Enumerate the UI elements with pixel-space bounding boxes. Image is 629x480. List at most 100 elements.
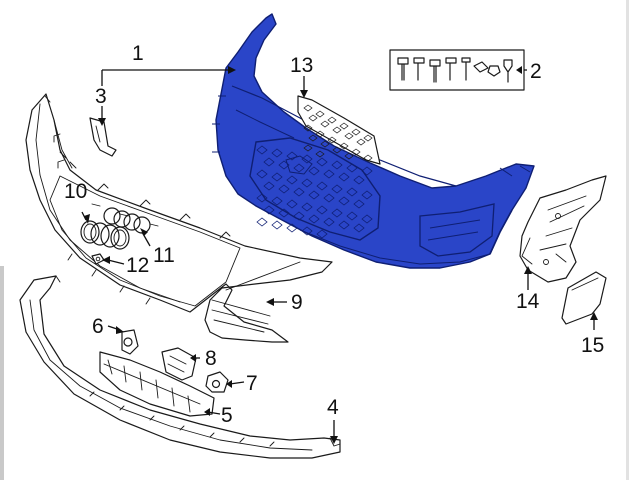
grille-cell [316, 157, 328, 167]
grille-cell [346, 211, 358, 221]
grille-cell [323, 193, 335, 203]
callout-14: 14 [516, 290, 540, 313]
sensor-holder [205, 371, 229, 393]
leader-lines [81, 69, 595, 438]
callout-12: 12 [126, 254, 149, 277]
callout-4: 4 [327, 396, 339, 419]
grille-cell [301, 178, 313, 188]
mesh-cell [303, 124, 313, 132]
grille-cell [361, 214, 373, 224]
grille-cell [271, 196, 283, 206]
mesh-cell [344, 132, 354, 140]
mesh-cell [308, 134, 318, 142]
grille-cell [353, 175, 365, 185]
grille-cell [293, 211, 305, 221]
callout-3: 3 [95, 85, 107, 108]
lower-bracket [99, 351, 215, 417]
grille-cell [286, 175, 298, 185]
grille-cell [293, 163, 305, 173]
mesh-cell [332, 126, 342, 134]
grille-frame [25, 93, 333, 343]
grille-cell [256, 193, 268, 203]
grille-cell [331, 184, 343, 194]
grille-cell [263, 205, 275, 215]
grille-cell [278, 184, 290, 194]
grille-cell [301, 154, 313, 164]
grille-cell [271, 220, 283, 230]
callout-1: 1 [132, 42, 144, 65]
mesh-cell [332, 146, 342, 154]
hardware-kit [389, 49, 525, 91]
right-edge-shadow [626, 0, 629, 480]
grille-cell [286, 223, 298, 233]
grille-cell [256, 217, 268, 227]
callout-2: 2 [530, 60, 542, 83]
callout-7: 7 [246, 372, 258, 395]
grille-cell [256, 169, 268, 179]
mesh-cell [351, 128, 361, 136]
grille-cell [353, 199, 365, 209]
grille-cell [346, 187, 358, 197]
grille-cell [323, 217, 335, 227]
mesh-cell [344, 152, 354, 160]
mesh-cell [315, 150, 325, 158]
grille-cell [338, 220, 350, 230]
grille-cell [353, 223, 365, 233]
side-bracket [519, 175, 607, 283]
callout-11: 11 [153, 244, 175, 267]
callout-6: 6 [92, 315, 104, 338]
grille-cell [361, 166, 373, 176]
mount-bracket [89, 117, 117, 157]
grille-cell [263, 181, 275, 191]
grille-cell [316, 181, 328, 191]
callout-8: 8 [205, 347, 217, 370]
callout-15: 15 [581, 334, 604, 357]
grille-cell [331, 160, 343, 170]
grille-cell [331, 208, 343, 218]
grille-cell [346, 163, 358, 173]
grille-cell [263, 157, 275, 167]
sensor-bracket [161, 347, 197, 381]
left-edge-shadow [0, 266, 4, 480]
grille-cell [271, 172, 283, 182]
callout-10: 10 [64, 180, 87, 203]
callout-5: 5 [221, 404, 233, 427]
callout-13: 13 [290, 54, 313, 77]
mesh-cell [308, 114, 318, 122]
grille-cell [286, 199, 298, 209]
grille-cell [323, 169, 335, 179]
grille-cell [316, 205, 328, 215]
mesh-cell [320, 120, 330, 128]
grille-cell [338, 196, 350, 206]
mesh-cell [351, 148, 361, 156]
grille-cell [271, 148, 283, 158]
grille-cell [301, 226, 313, 236]
mesh-cell [303, 144, 313, 152]
mesh-cell [363, 154, 373, 162]
parking-sensor [121, 329, 139, 355]
grille-cell [308, 166, 320, 176]
mesh-cell [327, 116, 337, 124]
mesh-cell [339, 142, 349, 150]
grille-cell [278, 160, 290, 170]
tow-hook-cover [561, 271, 607, 325]
mesh-cell [303, 104, 313, 112]
mesh-cell [315, 130, 325, 138]
grille-cell [301, 202, 313, 212]
mesh-cell [320, 140, 330, 148]
mesh-cell [315, 110, 325, 118]
grille-cell [308, 214, 320, 224]
mesh-cell [339, 122, 349, 130]
grille-cell [338, 172, 350, 182]
grille-cell [256, 145, 268, 155]
grille-cell [278, 208, 290, 218]
grille-cell [361, 190, 373, 200]
grille-cell [308, 190, 320, 200]
leader-arrowheads [84, 66, 598, 444]
grille-cell [316, 229, 328, 239]
mesh-cell [327, 136, 337, 144]
mesh-insert [297, 95, 381, 165]
lower-spoiler [19, 275, 341, 459]
